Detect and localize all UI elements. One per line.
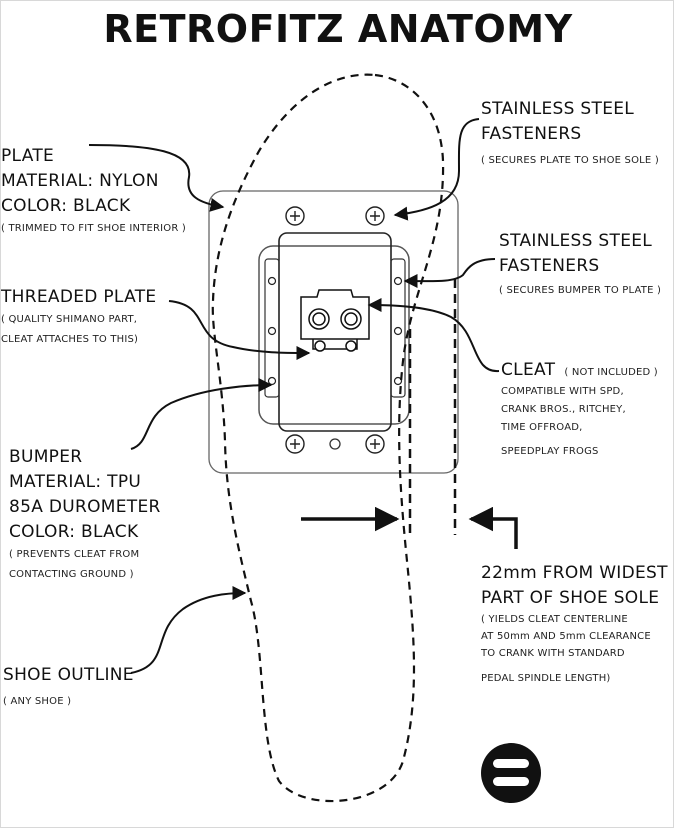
bumper-fasteners-line-2: FASTENERS [499,256,600,276]
plate-fasteners-line-1: STAINLESS STEEL [481,99,635,119]
measurement-note-1: ( YIELDS CLEAT CENTERLINE [481,614,628,625]
label-plate: PLATE MATERIAL: NYLON COLOR: BLACK ( TRI… [1,144,186,239]
bumper-note-1: ( PREVENTS CLEAT FROM [9,549,140,560]
center-hole [329,438,341,450]
equals-circle-logo [481,743,541,803]
cleat-heading-note: ( NOT INCLUDED ) [564,367,658,378]
plate-line-3: COLOR: BLACK [1,196,131,216]
threaded-plate-note-2: CLEAT ATTACHES TO THIS) [1,334,139,345]
cleat-note-3: TIME OFFROAD, [501,422,583,433]
shoe-outline-shape [211,73,445,803]
cleat-note-1: COMPATIBLE WITH SPD, [501,386,624,397]
leader-plate-fasteners [393,118,480,221]
leader-plate [88,144,225,212]
bumper-fasteners-line-1: STAINLESS STEEL [499,231,653,251]
leader-shoe-outline [130,586,247,674]
measurement-line-2: PART OF SHOE SOLE [481,588,660,608]
cleat-heading: CLEAT [501,360,556,380]
plate-fasteners-line-2: FASTENERS [481,124,582,144]
bumper-strip-left [264,258,280,398]
leader-bumper-fasteners [403,258,496,289]
plate-note: ( TRIMMED TO FIT SHOE INTERIOR ) [1,223,186,234]
cleat-note-4: SPEEDPLAY FROGS [501,446,599,457]
outer-plate [208,190,459,474]
measurement-line-1: 22mm FROM WIDEST [481,563,668,583]
shoe-outline-heading: SHOE OUTLINE [3,665,134,685]
label-threaded-plate: THREADED PLATE ( QUALITY SHIMANO PART, C… [1,285,156,350]
measurement-note-4: PEDAL SPINDLE LENGTH) [481,673,611,684]
plate-fasteners-note: ( SECURES PLATE TO SHOE SOLE ) [481,155,659,166]
bumper-line-2: MATERIAL: TPU [9,472,142,492]
leader-bumper [130,378,273,450]
bumper-fasteners-note: ( SECURES BUMPER TO PLATE ) [499,285,662,296]
diagram-title: RETROFITZ ANATOMY [103,7,573,51]
label-plate-fasteners: STAINLESS STEEL FASTENERS ( SECURES PLAT… [481,97,659,171]
threaded-plate-note-1: ( QUALITY SHIMANO PART, [1,314,138,325]
plate-screws [285,206,385,454]
dimension-arrow-right [468,506,518,549]
plate-line-2: MATERIAL: NYLON [1,171,159,191]
bumper-strip-right [390,258,406,398]
cleat-note-2: CRANK BROS., RITCHEY, [501,404,626,415]
label-measurement: 22mm FROM WIDEST PART OF SHOE SOLE ( YIE… [481,561,668,687]
bumper-line-4: COLOR: BLACK [9,522,139,542]
bumper-line-3: 85A DUROMETER [9,497,161,517]
bumper-line-1: BUMPER [9,447,83,467]
label-bumper-fasteners: STAINLESS STEEL FASTENERS ( SECURES BUMP… [499,229,661,301]
cleat-shape [300,289,370,352]
measurement-note-3: TO CRANK WITH STANDARD [481,648,625,659]
leader-threaded-plate [168,300,311,360]
measurement-note-2: AT 50mm AND 5mm CLEARANCE [481,631,651,642]
label-cleat: CLEAT ( NOT INCLUDED ) COMPATIBLE WITH S… [501,358,658,461]
cleat-heading-row: CLEAT ( NOT INCLUDED ) [501,358,658,383]
threaded-plate-heading: THREADED PLATE [1,287,157,307]
shoe-outline-note: ( ANY SHOE ) [3,696,72,707]
plate-line-1: PLATE [1,146,55,166]
label-shoe-outline: SHOE OUTLINE ( ANY SHOE ) [3,663,134,712]
label-bumper: BUMPER MATERIAL: TPU 85A DUROMETER COLOR… [9,445,161,585]
bumper-note-2: CONTACTING GROUND ) [9,569,134,580]
leader-cleat [367,298,500,373]
